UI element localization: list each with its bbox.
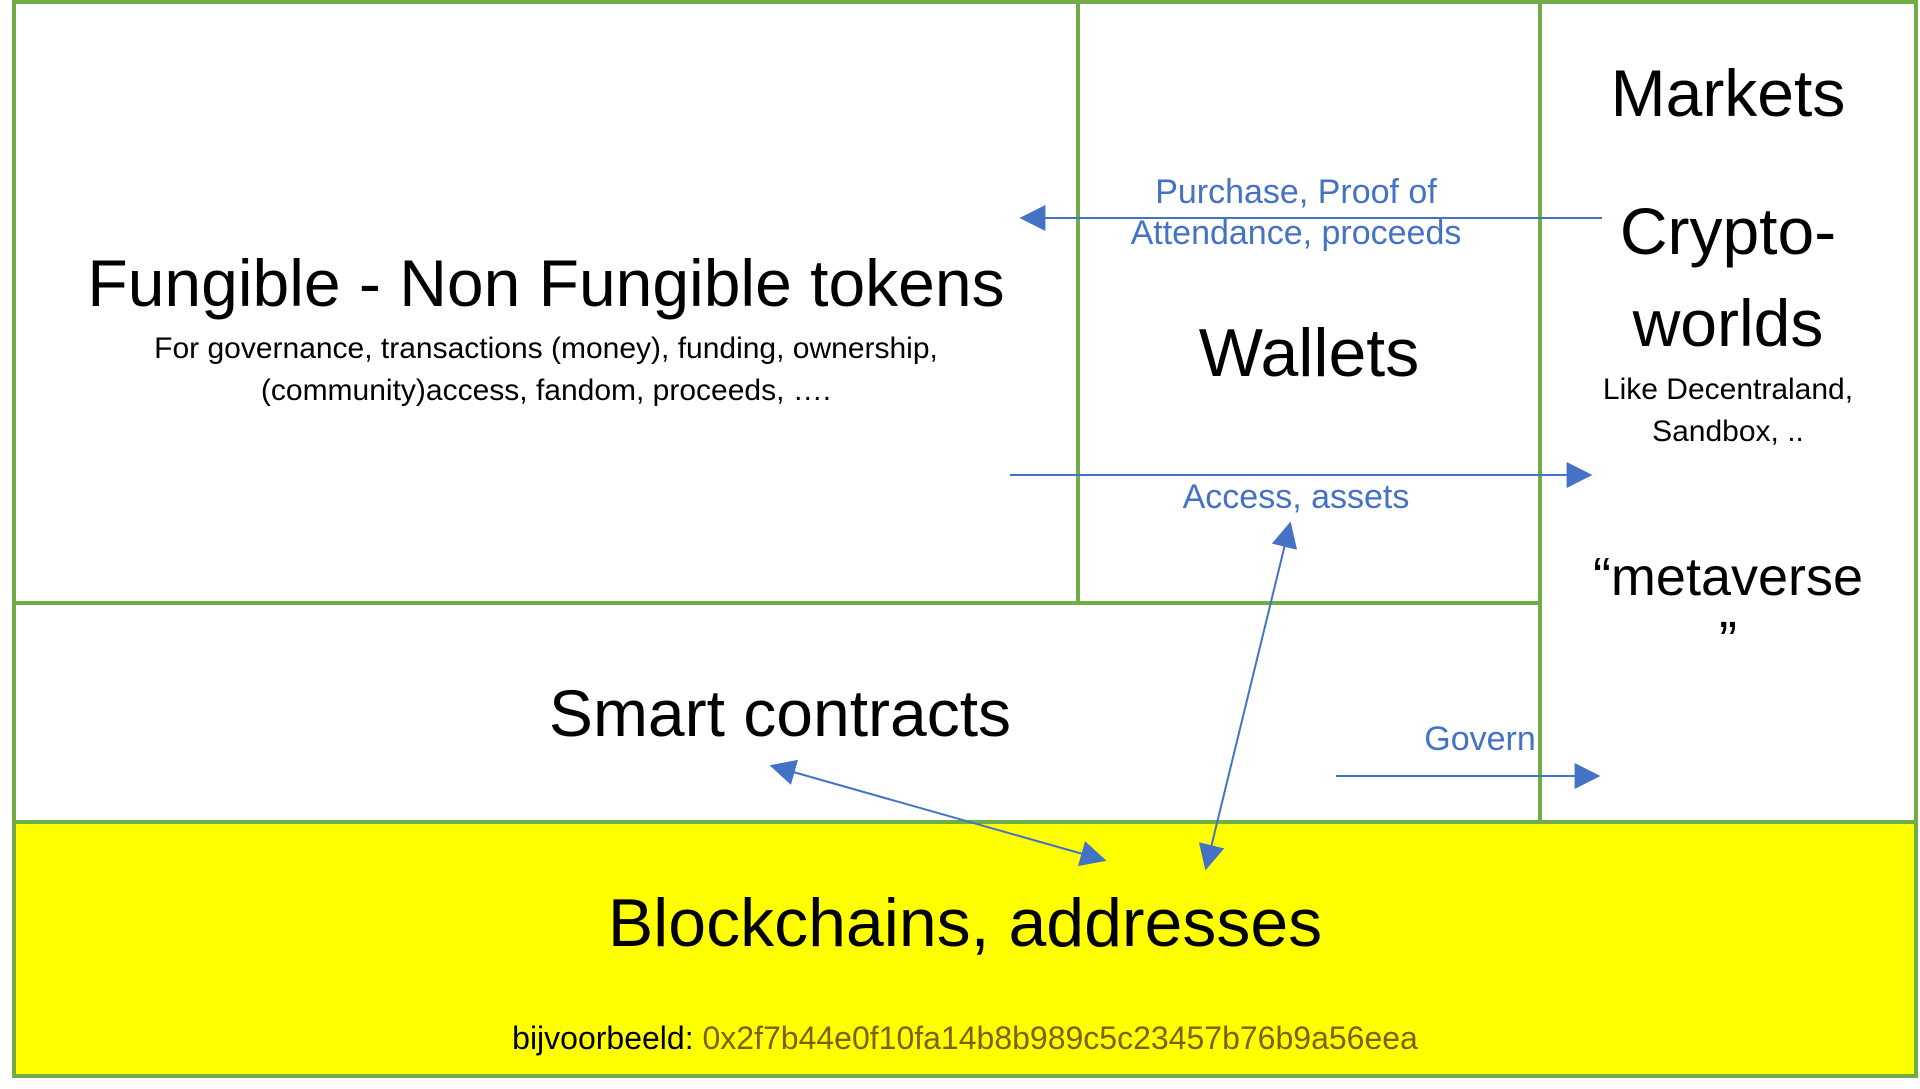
address-example-value: 0x2f7b44e0f10fa14b8b989c5c23457b76b9a56e… (702, 1020, 1418, 1056)
markets-title: Markets (1610, 56, 1846, 130)
wallets-title: Wallets (1198, 315, 1420, 391)
address-example: bijvoorbeeld: 0x2f7b44e0f10fa14b8b989c5c… (12, 1020, 1918, 1057)
tokens-description-line2: (community)access, fandom, proceeds, …. (260, 374, 832, 407)
tokens-description-line1: For governance, transactions (money), fu… (154, 332, 938, 365)
address-example-prefix: bijvoorbeeld: (512, 1020, 703, 1056)
tokens-title: Fungible - Non Fungible tokens (87, 246, 1005, 320)
crypto-worlds-examples-line2: Sandbox, .. (1652, 415, 1804, 448)
blockchains-title: Blockchains, addresses (607, 885, 1323, 961)
purchase-label-line1: Purchase, Proof of (1155, 173, 1437, 211)
access-assets-label: Access, assets (1182, 478, 1410, 516)
crypto-worlds-line2: worlds (1632, 286, 1824, 360)
smart-contracts-title: Smart contracts (548, 676, 1012, 750)
metaverse-line2: ” (1719, 611, 1737, 671)
crypto-worlds-examples-line1: Like Decentraland, (1602, 373, 1854, 406)
metaverse-line1: “metaverse (1592, 547, 1864, 607)
wallets-blockchain-arrow (1198, 521, 1298, 871)
purchase-label-line2: Attendance, proceeds (1130, 214, 1462, 252)
govern-label: Govern (1424, 720, 1536, 758)
smart-contracts-blockchain-arrow (769, 759, 1107, 867)
crypto-worlds-line1: Crypto- (1619, 194, 1837, 268)
